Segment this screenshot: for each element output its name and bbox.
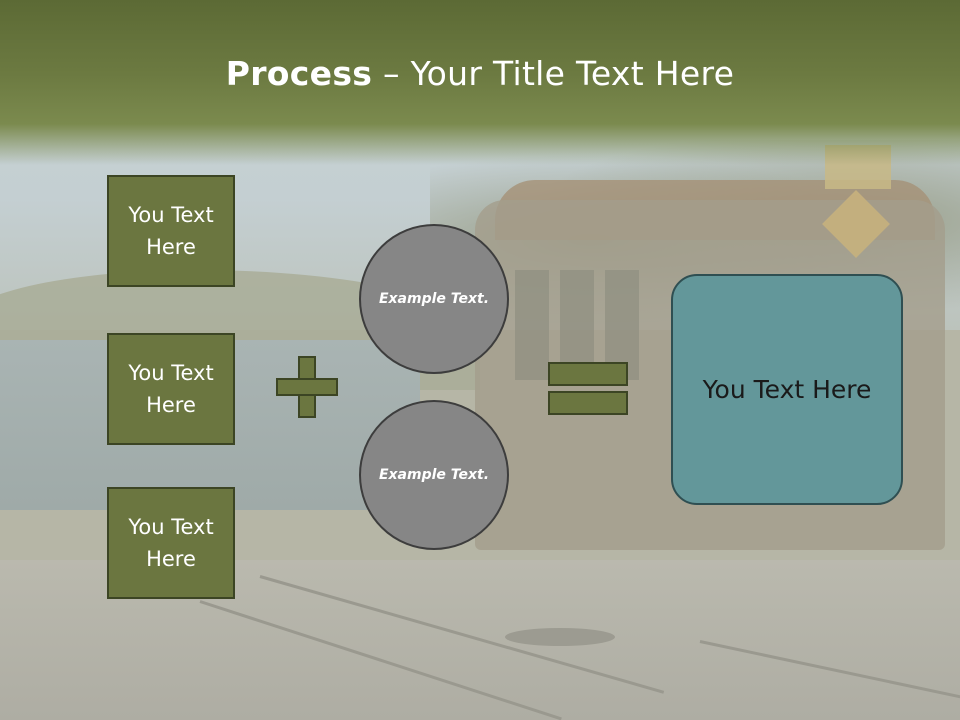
- cable-car-window: [560, 270, 594, 380]
- left-box-1[interactable]: You Text Here: [107, 175, 235, 287]
- equals-icon-bottom-bar: [548, 391, 628, 415]
- cable-car-window: [515, 270, 549, 380]
- example-circle-1[interactable]: Example Text.: [359, 224, 509, 374]
- plus-icon: [276, 356, 340, 420]
- slide-title-bold: Process: [225, 54, 373, 93]
- example-circle-2[interactable]: Example Text.: [359, 400, 509, 550]
- manhole: [505, 628, 615, 646]
- result-box[interactable]: You Text Here: [671, 274, 903, 505]
- title-band: [0, 0, 960, 165]
- plus-center: [300, 380, 314, 394]
- slide-title-rest: – Your Title Text Here: [372, 54, 735, 93]
- left-box-2[interactable]: You Text Here: [107, 333, 235, 445]
- cable-car-window: [605, 270, 639, 380]
- equals-icon-top-bar: [548, 362, 628, 386]
- left-box-3[interactable]: You Text Here: [107, 487, 235, 599]
- slide-title: Process – Your Title Text Here: [0, 54, 960, 93]
